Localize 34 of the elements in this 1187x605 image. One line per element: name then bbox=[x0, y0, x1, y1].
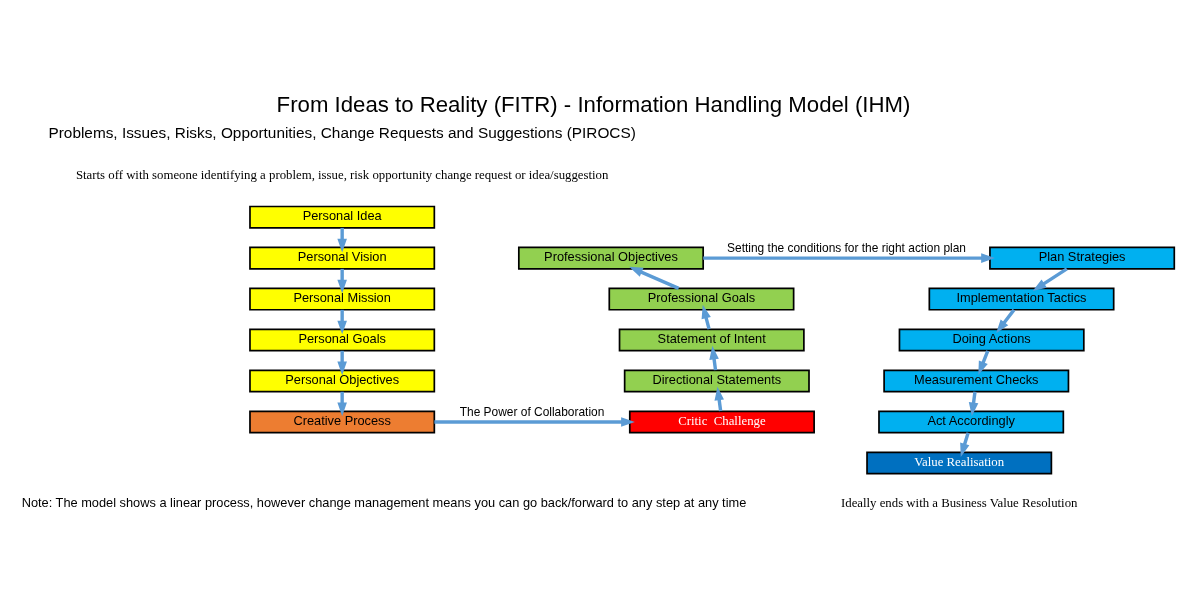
edge-label: The Power of Collaboration bbox=[459, 405, 605, 420]
node-box: Doing Actions bbox=[898, 328, 1085, 352]
arrow bbox=[434, 417, 635, 427]
node-box: Creative Process bbox=[249, 410, 436, 434]
diagram-title: From Ideas to Reality (FITR) - Information Handling Model (IHM) bbox=[276, 91, 911, 117]
node-box: Value Realisation bbox=[866, 451, 1053, 475]
node-box: Statement of Intent bbox=[618, 328, 805, 352]
node-box: Personal Idea bbox=[249, 205, 436, 229]
label: Note: The model shows a linear process, however change management means you can go back/forward to any step at any time bbox=[21, 494, 747, 510]
arrow bbox=[337, 227, 347, 253]
arrow bbox=[629, 266, 680, 290]
node-box: Directional Statements bbox=[623, 369, 810, 393]
node-box: Implementation Tactics bbox=[928, 287, 1115, 311]
node-box: Measurement Checks bbox=[883, 369, 1070, 393]
node-box: Personal Mission bbox=[249, 287, 436, 311]
node-box: Plan Strategies bbox=[989, 246, 1176, 270]
edge-label: Setting the conditions for the right action plan bbox=[727, 241, 967, 256]
node-box: Professional Goals bbox=[608, 287, 795, 311]
node-box: Act Accordingly bbox=[878, 410, 1065, 434]
node-box: Professional Objectives bbox=[517, 246, 705, 270]
label: Problems, Issues, Risks, Opportunities, Change Requests and Suggestions (PIROCS) bbox=[48, 123, 636, 141]
arrow bbox=[337, 391, 347, 417]
arrow bbox=[1032, 267, 1068, 291]
node-box: Critic Challenge bbox=[628, 410, 815, 434]
node-box: Personal Objectives bbox=[249, 369, 436, 393]
arrow bbox=[337, 309, 347, 335]
node-box: Personal Vision bbox=[249, 246, 436, 270]
arrow bbox=[703, 253, 995, 263]
node-box: Personal Goals bbox=[249, 328, 436, 352]
arrow bbox=[337, 350, 347, 376]
arrow bbox=[337, 268, 347, 294]
node-label: Starts off with someone identifying a problem, issue, risk opportunity change request or idea/suggestion bbox=[75, 168, 609, 183]
node-label: Ideally ends with a Business Value Resolution bbox=[840, 495, 1078, 510]
arrow bbox=[996, 308, 1016, 334]
